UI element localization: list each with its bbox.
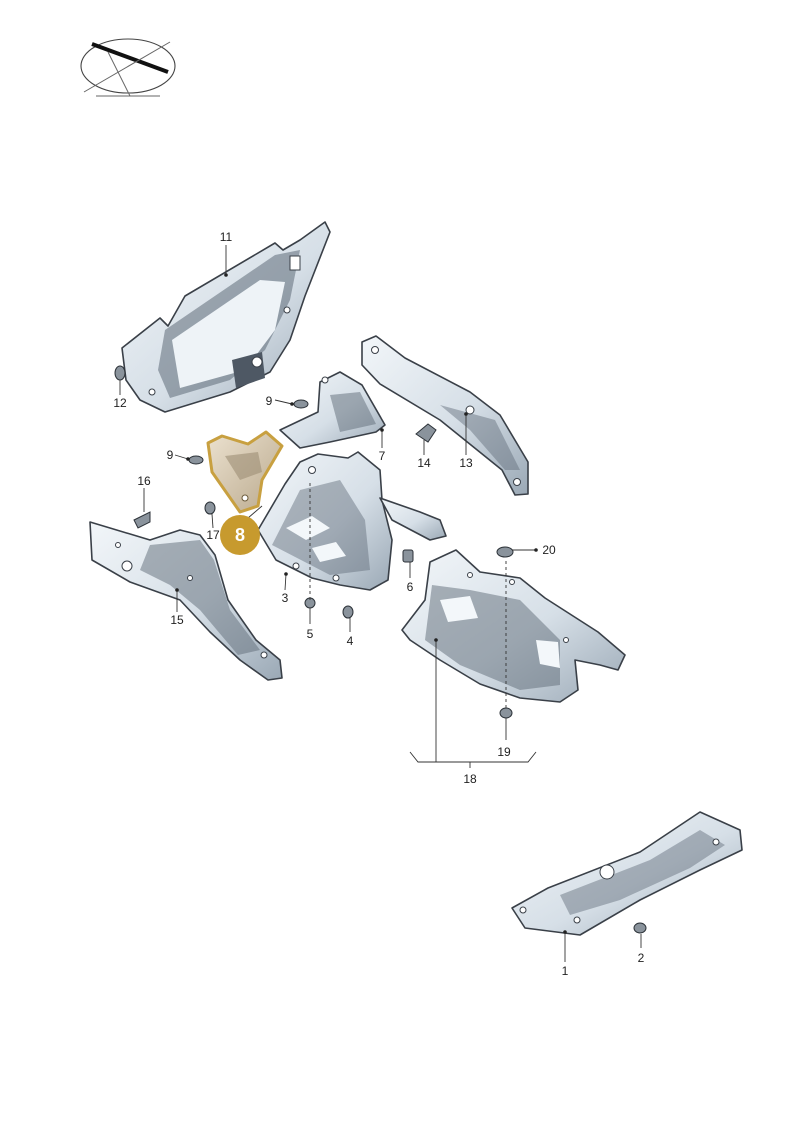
fastener-20 bbox=[496, 546, 514, 558]
callout-18: 18 bbox=[463, 772, 477, 786]
part-8-badge[interactable]: 8 bbox=[220, 515, 260, 555]
callout-9: 9 bbox=[167, 448, 174, 462]
part-7-heat-shield bbox=[279, 371, 386, 449]
part-1-underbody-shield bbox=[511, 811, 743, 936]
fastener-16 bbox=[133, 511, 151, 529]
fasteners bbox=[114, 365, 647, 934]
callout-4: 4 bbox=[347, 634, 354, 648]
part-3-tunnel-shield bbox=[257, 451, 447, 591]
part-8-badge-label: 8 bbox=[235, 525, 245, 545]
callout-13: 13 bbox=[459, 456, 473, 470]
leader-lines bbox=[119, 245, 642, 962]
fastener-17 bbox=[204, 501, 216, 515]
callout-12: 12 bbox=[113, 396, 127, 410]
callout-19: 19 bbox=[497, 745, 511, 759]
callout-9: 9 bbox=[266, 394, 273, 408]
callout-16: 16 bbox=[137, 474, 151, 488]
callout-1: 1 bbox=[562, 964, 569, 978]
fastener-12 bbox=[114, 365, 126, 381]
callout-14: 14 bbox=[417, 456, 431, 470]
callout-2: 2 bbox=[638, 951, 645, 965]
callout-labels: 11 12 9 9 7 14 13 16 17 15 3 5 4 6 20 19… bbox=[113, 230, 644, 978]
callout-3: 3 bbox=[282, 591, 289, 605]
part-11-heat-shield bbox=[121, 221, 331, 413]
fastener-6 bbox=[402, 549, 414, 563]
callout-5: 5 bbox=[307, 627, 314, 641]
fastener-2 bbox=[633, 922, 647, 934]
callout-20: 20 bbox=[542, 543, 556, 557]
callout-6: 6 bbox=[407, 580, 414, 594]
part-18-rear-shield bbox=[401, 549, 626, 703]
fastener-9-upper bbox=[293, 399, 309, 409]
callout-17: 17 bbox=[206, 528, 220, 542]
part-13-heat-shield bbox=[361, 335, 529, 496]
fastener-9-lower bbox=[188, 455, 204, 465]
fastener-19 bbox=[499, 707, 513, 719]
callout-7: 7 bbox=[379, 449, 386, 463]
part-15-side-shield bbox=[89, 521, 283, 681]
fastener-4 bbox=[342, 605, 354, 619]
callout-15: 15 bbox=[170, 613, 184, 627]
part-8-highlighted-shield bbox=[206, 430, 284, 514]
car-orientation-icon bbox=[80, 38, 176, 97]
callout-11: 11 bbox=[220, 230, 233, 244]
fastener-14 bbox=[415, 423, 437, 443]
